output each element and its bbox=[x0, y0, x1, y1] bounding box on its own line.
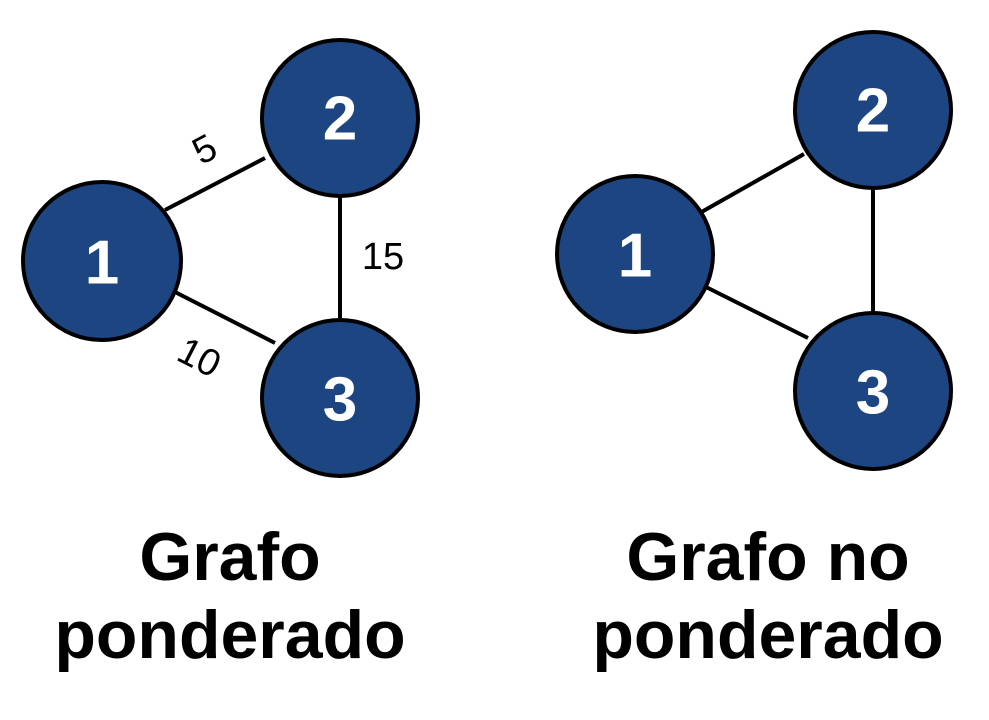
edge-1-2 bbox=[164, 156, 266, 212]
node-1: 1 bbox=[21, 180, 183, 342]
node-3-label: 3 bbox=[856, 359, 890, 428]
node-3-circle bbox=[793, 311, 953, 471]
weighted-caption-line2: ponderado bbox=[54, 597, 406, 673]
node-3-label: 3 bbox=[323, 366, 357, 435]
node-2-label: 2 bbox=[856, 77, 890, 146]
edge-1-2 bbox=[697, 152, 805, 216]
node-1: 1 bbox=[555, 174, 715, 334]
node-3: 3 bbox=[260, 318, 420, 478]
edge-weight-1-2: 5 bbox=[186, 126, 224, 173]
node-1-circle bbox=[21, 180, 183, 342]
node-3-circle bbox=[260, 318, 420, 478]
node-1-label: 1 bbox=[618, 222, 652, 291]
unweighted-graph-caption: Grafo no ponderado bbox=[548, 518, 988, 674]
node-2-label: 2 bbox=[323, 85, 357, 154]
node-2-circle bbox=[793, 30, 953, 190]
weighted-caption-line1: Grafo bbox=[139, 519, 321, 595]
weighted-graph-caption: Grafo ponderado bbox=[10, 518, 450, 674]
unweighted-graph: 1 2 3 bbox=[555, 30, 953, 471]
node-3: 3 bbox=[793, 311, 953, 471]
unweighted-caption-line1: Grafo no bbox=[626, 519, 910, 595]
unweighted-caption-line2: ponderado bbox=[592, 597, 944, 673]
edge-1-3 bbox=[174, 290, 276, 345]
edge-weight-1-3: 10 bbox=[171, 330, 228, 387]
edge-weight-2-3: 15 bbox=[362, 236, 404, 278]
node-2: 2 bbox=[793, 30, 953, 190]
weighted-graph: 5 15 10 1 2 3 bbox=[21, 38, 420, 478]
node-2: 2 bbox=[260, 38, 420, 198]
node-1-circle bbox=[555, 174, 715, 334]
node-1-label: 1 bbox=[85, 229, 119, 298]
edge-1-3 bbox=[705, 285, 809, 340]
node-2-circle bbox=[260, 38, 420, 198]
